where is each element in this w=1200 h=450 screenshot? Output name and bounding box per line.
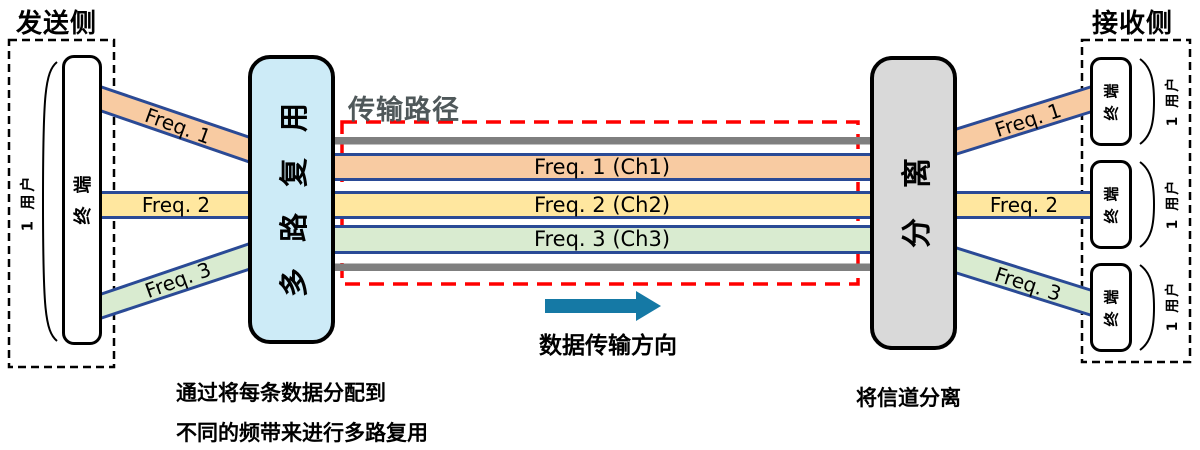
sender-band-label-2: Freq. 2 [141, 193, 211, 217]
receiver-user-label-3: 1 用户 [1165, 280, 1181, 332]
wire-top [332, 137, 872, 145]
sender-terminal-box: 终端 [62, 55, 102, 345]
receiver-brace-2 [1139, 161, 1156, 248]
multiplexer-label: 多路复用 [276, 76, 311, 297]
multiplexer-box: 多路复用 [248, 55, 335, 344]
receiver-terminal-label-3: 终端 [1102, 281, 1121, 327]
band-freq3-right [920, 235, 1092, 317]
separator-box: 分离 [870, 56, 957, 350]
receiver-group-box [1080, 38, 1192, 364]
band-freq1-borders [99, 85, 1093, 181]
right-arrow-icon [545, 291, 661, 321]
band-freq3-borders [99, 225, 1093, 320]
separator-caption: 将信道分离 [856, 386, 961, 410]
receiver-terminal-label-2: 终端 [1102, 178, 1121, 224]
receiver-title: 接收侧 [1092, 9, 1174, 39]
band-freq3-middle [300, 225, 900, 254]
band-freq1-middle [300, 153, 900, 181]
multiplexer-caption-line1: 通过将每条数据分配到 [176, 381, 386, 405]
sender-user-label: 1 用户 [18, 173, 37, 232]
receiver-terminal-box-1: 终端 [1090, 57, 1132, 146]
wire-bottom [332, 263, 872, 271]
transmission-path-title: 传输路径 [348, 95, 460, 126]
channel-label-1: Freq. 1 (Ch1) [533, 155, 671, 179]
receiver-brace-1 [1139, 58, 1156, 145]
receiver-user-label-2: 1 用户 [1165, 178, 1181, 230]
flow-direction-label: 数据传输方向 [539, 333, 677, 359]
separator-label: 分离 [899, 128, 935, 248]
receiver-terminal-box-3: 终端 [1090, 263, 1132, 352]
receiver-user-label-1: 1 用户 [1165, 75, 1181, 127]
channel-label-3: Freq. 3 (Ch3) [533, 227, 671, 251]
receiver-brace-3 [1139, 264, 1156, 351]
sender-group-box [7, 38, 116, 369]
receiver-band-label-2: Freq. 2 [989, 193, 1059, 217]
sender-brace [41, 61, 58, 342]
receiver-terminal-label-1: 终端 [1102, 75, 1121, 121]
sender-terminal-label: 终端 [73, 162, 94, 225]
multiplexer-caption-line2: 不同的频带来进行多路复用 [176, 421, 428, 445]
band-freq3 [99, 225, 1093, 320]
sender-title: 发送侧 [16, 9, 98, 39]
channel-label-2: Freq. 2 (Ch2) [533, 193, 671, 217]
band-freq1-right [920, 85, 1092, 167]
receiver-terminal-box-2: 终端 [1090, 160, 1132, 249]
